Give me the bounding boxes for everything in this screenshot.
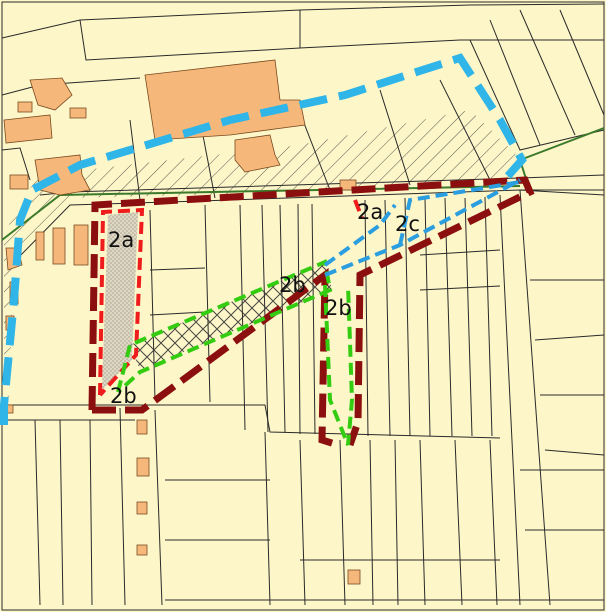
zone-2b-middle-area: [130, 262, 332, 370]
label-zone-2b-south: 2b: [110, 384, 137, 408]
zone-2c-boundary: [323, 178, 521, 277]
label-zone-2b-middle: 2b: [279, 273, 306, 297]
label-zone-2a-east: 2a: [357, 200, 383, 224]
label-zone-2c: 2c: [395, 212, 420, 236]
buildings: [3, 59, 361, 585]
label-zone-2b-east: 2b: [325, 296, 352, 320]
outer-zone-boundary: [0, 53, 527, 425]
label-zone-2a-west: 2a: [108, 228, 134, 252]
